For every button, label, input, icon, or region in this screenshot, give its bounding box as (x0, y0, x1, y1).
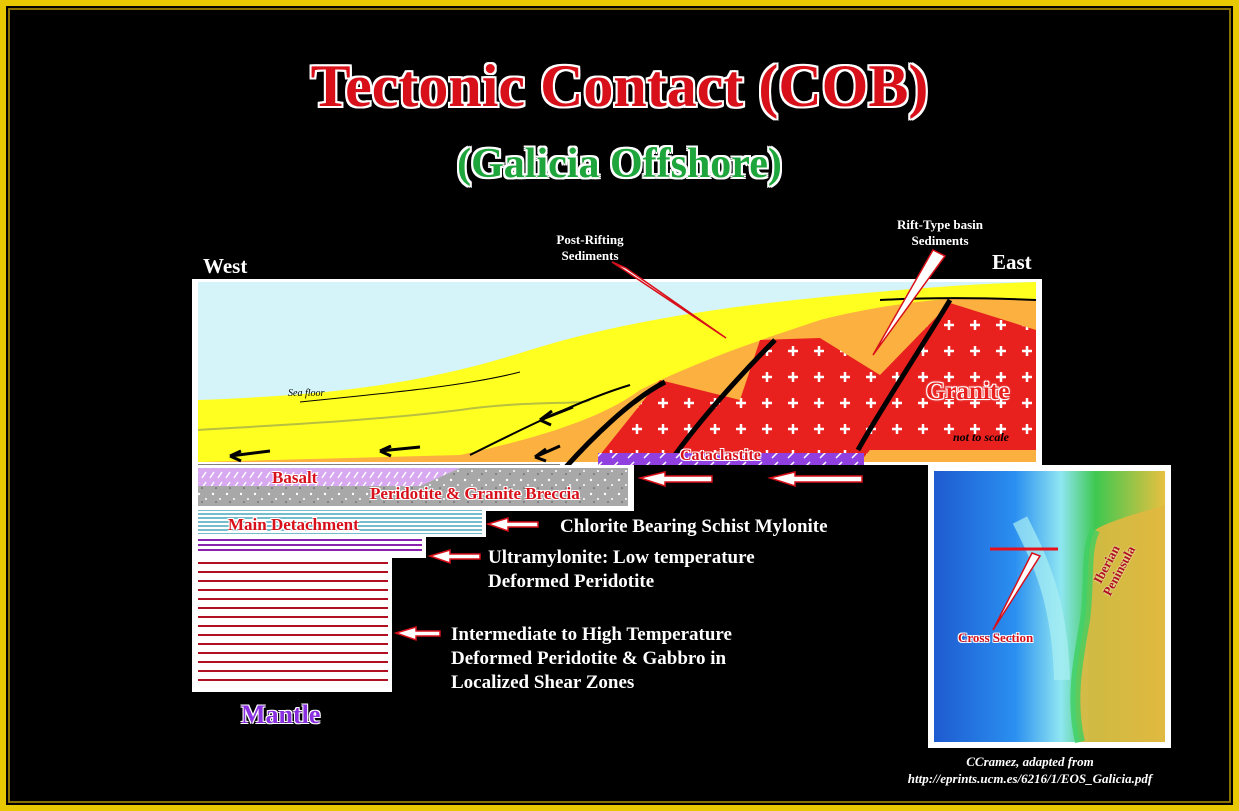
not-to-scale-label: not to scale (953, 430, 1009, 444)
legend-ultramylonite-line1: Ultramylonite: Low temperature (488, 547, 755, 568)
west-label: West (203, 254, 248, 278)
post-rifting-callout: Post-Rifting Sediments (520, 232, 660, 264)
rift-type-line2: Sediments (911, 233, 969, 248)
breccia-label: Peridotite & Granite Breccia (370, 484, 580, 503)
cross-section-label: Cross Section (958, 630, 1034, 645)
legend-intermediate-line3: Localized Shear Zones (451, 672, 635, 693)
main-detachment-label: Main Detachment (228, 515, 359, 534)
east-label: East (992, 250, 1032, 274)
mantle-label: Mantle (241, 700, 321, 729)
legend-ultramylonite-line2: Deformed Peridotite (488, 571, 655, 592)
legend-intermediate: Intermediate to High Temperature Deforme… (451, 623, 732, 695)
page-subtitle: (Galicia Offshore) (457, 141, 782, 187)
credit: CCramez, adapted from http://eprints.ucm… (850, 753, 1210, 787)
legend-intermediate-line1: Intermediate to High Temperature (451, 624, 732, 645)
granite-label: Granite (926, 378, 1010, 405)
cataclastite-label: Cataclastite (680, 447, 761, 464)
rift-type-line1: Rift-Type basin (896, 217, 984, 232)
credit-url: http://eprints.ucm.es/6216/1/EOS_Galicia… (907, 771, 1153, 786)
basalt-label: Basalt (272, 468, 318, 487)
post-rifting-line1: Post-Rifting (556, 232, 624, 247)
legend-ultramylonite: Ultramylonite: Low temperature Deformed … (488, 546, 755, 594)
sea-floor-label: Sea floor (288, 388, 325, 399)
rift-type-callout: Rift-Type basin Sediments (870, 217, 1010, 249)
page-title: Tectonic Contact (COB) (310, 53, 929, 119)
post-rifting-line2: Sediments (561, 248, 619, 263)
credit-line1: CCramez, adapted from (966, 754, 1094, 769)
legend-intermediate-line2: Deformed Peridotite & Gabbro in (451, 648, 727, 669)
legend-chlorite: Chlorite Bearing Schist Mylonite (560, 516, 828, 537)
